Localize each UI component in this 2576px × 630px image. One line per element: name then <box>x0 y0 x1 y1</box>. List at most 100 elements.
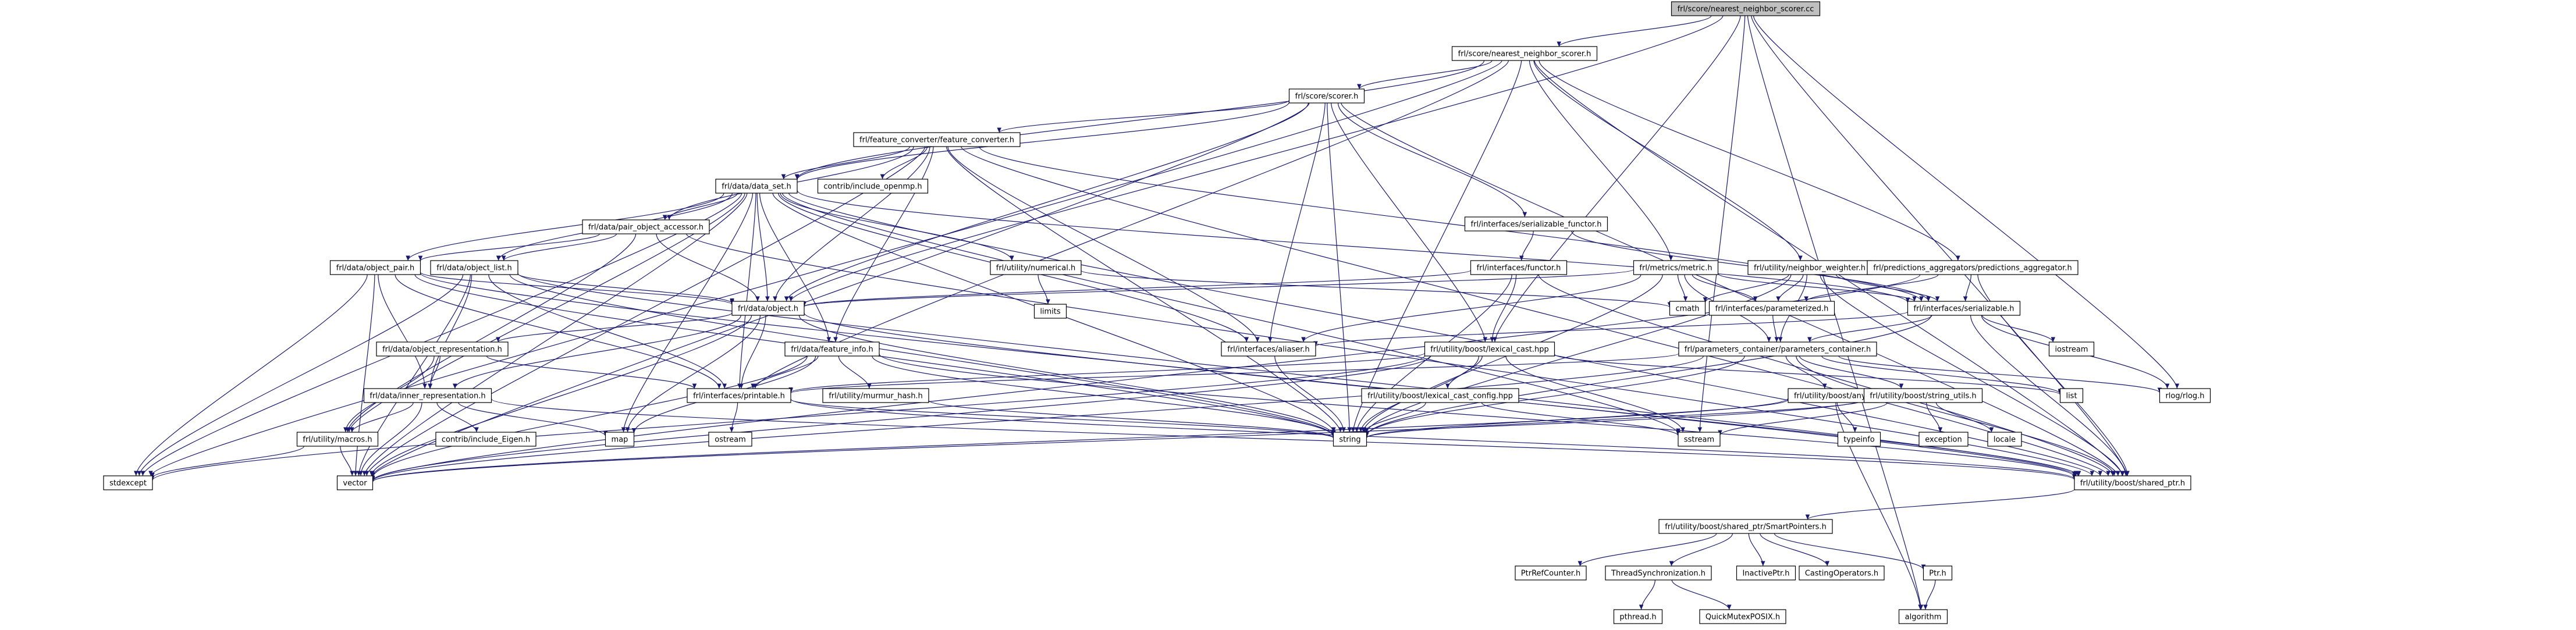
edge-metric-to-serial <box>1717 273 1917 302</box>
node-ifunc[interactable]: frl/interfaces/functor.h <box>1470 260 1568 275</box>
edge-printable-to-ostream <box>729 402 738 433</box>
node-nnh[interactable]: frl/score/nearest_neighbor_scorer.h <box>1451 46 1598 61</box>
edge-metric-to-param <box>1692 274 1758 302</box>
node-olist[interactable]: frl/data/object_list.h <box>430 260 518 275</box>
node-map[interactable]: map <box>605 432 635 447</box>
edge-dset-to-printable <box>737 193 756 389</box>
node-root[interactable]: frl/score/nearest_neighbor_scorer.cc <box>1671 1 1821 16</box>
node-box <box>1799 565 1885 581</box>
edge-dset-to-numer <box>780 193 1014 261</box>
node-inner[interactable]: frl/data/inner_representation.h <box>363 388 492 403</box>
node-typeinfo[interactable]: typeinfo <box>1837 432 1881 447</box>
node-object[interactable]: frl/data/object.h <box>731 301 805 316</box>
node-tsync[interactable]: ThreadSynchronization.h <box>1605 565 1712 581</box>
node-cmath[interactable]: cmath <box>1669 301 1706 316</box>
node-algorithm[interactable]: algorithm <box>1898 609 1948 624</box>
node-label: pthread.h <box>1619 613 1656 622</box>
node-scorer[interactable]: frl/score/scorer.h <box>1288 88 1365 104</box>
node-box <box>1678 432 1721 447</box>
edge-scorer-to-object <box>784 102 1309 302</box>
edge-pcont-to-list <box>1821 355 2063 394</box>
node-param[interactable]: frl/interfaces/parameterized.h <box>1708 301 1835 316</box>
edge-lexcast-to-stdexcept <box>150 355 1426 481</box>
edge-scorer-to-sfunc <box>1338 102 1527 218</box>
edge-nw-to-string <box>1364 274 1792 433</box>
edge-strutil-to-vector <box>371 398 1865 482</box>
edge-inner-to-vector <box>358 402 422 476</box>
node-box <box>103 475 153 490</box>
node-inact[interactable]: InactivePtr.h <box>1736 565 1796 581</box>
node-sfunc[interactable]: frl/interfaces/serializable_functor.h <box>1464 216 1608 232</box>
node-label: frl/predictions_aggregators/predictions_… <box>1873 264 2072 273</box>
node-sptr[interactable]: frl/utility/boost/shared_ptr.h <box>2074 475 2191 490</box>
node-ptrref[interactable]: PtrRefCounter.h <box>1515 565 1587 581</box>
edge-lexcast-to-vector <box>370 355 1431 481</box>
node-box <box>1736 565 1796 581</box>
node-qmutex[interactable]: QuickMutexPOSIX.h <box>1699 609 1786 624</box>
node-eigen[interactable]: contrib/include_Eigen.h <box>435 432 536 447</box>
node-box <box>1708 301 1835 316</box>
node-iostream[interactable]: iostream <box>2048 341 2095 357</box>
edge-olist-to-printable <box>488 274 727 389</box>
edge-numer-to-limits <box>1037 274 1050 305</box>
edge-pcont-to-any <box>1785 355 1827 389</box>
node-strutil[interactable]: frl/utility/boost/string_utils.h <box>1863 388 1983 403</box>
node-label: frl/utility/boost/any.h <box>1794 392 1872 401</box>
node-ologrep[interactable]: frl/data/object_representation.h <box>376 341 509 357</box>
node-stdexcept[interactable]: stdexcept <box>103 475 153 490</box>
edge-dset-to-stdexcept <box>140 193 742 476</box>
node-serial[interactable]: frl/interfaces/serializable.h <box>1907 301 2021 316</box>
node-pthread[interactable]: pthread.h <box>1613 609 1663 624</box>
node-box <box>1451 46 1598 61</box>
node-rlog[interactable]: rlog/rlog.h <box>2159 388 2211 403</box>
node-locale[interactable]: locale <box>1987 432 2022 447</box>
node-opair[interactable]: frl/data/object_pair.h <box>329 260 421 275</box>
node-label: frl/utility/boost/string_utils.h <box>1870 392 1976 401</box>
edge-nnh-to-string <box>1351 60 1522 433</box>
node-printable[interactable]: frl/interfaces/printable.h <box>687 388 791 403</box>
node-pagg[interactable]: frl/predictions_aggregators/predictions_… <box>1867 260 2078 275</box>
edge-tsync-to-qmutex <box>1671 579 1732 610</box>
node-murmur[interactable]: frl/utility/murmur_hash.h <box>822 388 929 403</box>
node-box <box>1658 519 1833 534</box>
node-label: frl/data/inner_representation.h <box>369 392 485 401</box>
node-metric[interactable]: frl/metrics/metric.h <box>1633 260 1719 275</box>
node-aliaser[interactable]: frl/interfaces/aliaser.h <box>1221 341 1316 357</box>
node-label: frl/utility/numerical.h <box>996 264 1075 273</box>
node-dset[interactable]: frl/data/data_set.h <box>715 179 798 194</box>
edge-metric-to-cmath <box>1677 274 1688 302</box>
node-list[interactable]: list <box>2059 388 2084 403</box>
node-pcont[interactable]: frl/parameters_container/parameters_cont… <box>1678 341 1877 357</box>
node-ptrh[interactable]: Ptr.h <box>1923 565 1953 581</box>
node-fconv[interactable]: frl/feature_converter/feature_converter.… <box>853 132 1021 147</box>
node-numer[interactable]: frl/utility/numerical.h <box>990 260 1082 275</box>
edge-dset-to-macros <box>347 193 745 433</box>
edge-lexcast-to-printable <box>788 353 1426 393</box>
node-lcconf[interactable]: frl/utility/boost/lexical_cast_config.hp… <box>1361 388 1519 403</box>
node-ostream[interactable]: ostream <box>708 432 752 447</box>
edge-finfo-to-sptr <box>879 354 2077 477</box>
edge-printable-to-sptr <box>790 398 2077 480</box>
edge-pagg-to-sptr <box>1977 274 2130 476</box>
node-box <box>1633 260 1719 275</box>
node-sptrsp[interactable]: frl/utility/boost/shared_ptr/SmartPointe… <box>1658 519 1833 534</box>
node-exception[interactable]: exception <box>1918 432 1969 447</box>
node-string[interactable]: string <box>1333 432 1367 447</box>
node-ppa[interactable]: frl/data/pair_object_accessor.h <box>582 219 710 234</box>
node-cast[interactable]: CastingOperators.h <box>1799 565 1885 581</box>
node-nw[interactable]: frl/utility/neighbor_weighter.h <box>1747 260 1872 275</box>
edge-strutil-to-locale <box>1935 402 1994 433</box>
node-macros[interactable]: frl/utility/macros.h <box>296 432 379 447</box>
edge-pcont-to-string <box>1364 355 1745 436</box>
node-finfo[interactable]: frl/data/feature_info.h <box>784 341 880 357</box>
edge-pcont-to-vector <box>370 355 1704 482</box>
node-lexcast[interactable]: frl/utility/boost/lexical_cast.hpp <box>1424 341 1555 357</box>
node-box <box>1288 88 1365 104</box>
node-omp[interactable]: contrib/include_openmp.h <box>817 179 929 194</box>
node-label: contrib/include_openmp.h <box>823 183 922 191</box>
node-label: frl/data/object_list.h <box>436 264 512 273</box>
edge-inner-to-macros <box>350 402 414 433</box>
node-sstream[interactable]: sstream <box>1678 432 1721 447</box>
node-limits[interactable]: limits <box>1033 304 1067 319</box>
node-vector[interactable]: vector <box>336 475 374 490</box>
